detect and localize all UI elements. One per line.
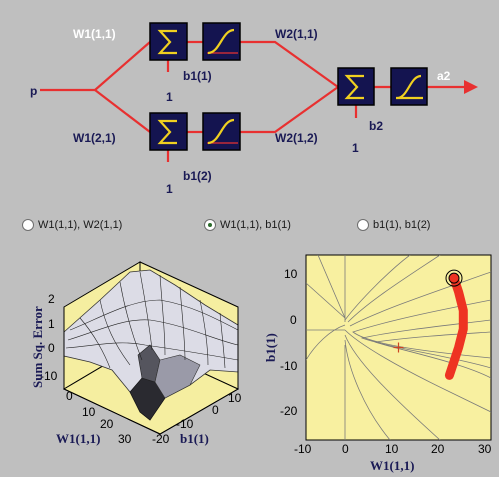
radio-label: b1(1), b1(2) (373, 219, 431, 231)
surface-x-tick: -10 (40, 369, 58, 383)
surface-selector: W1(1,1), W2(1,1) W1(1,1), b1(1) b1(1), b… (0, 219, 499, 237)
surface-z-tick: 2 (48, 292, 55, 306)
surface-y-tick: -10 (176, 417, 194, 431)
weight-label-w1-21: W1(2,1) (73, 131, 116, 145)
contour-y-tick: 10 (284, 267, 298, 281)
activation-block-lower (202, 112, 241, 151)
radio-label: W1(1,1), W2(1,1) (38, 219, 123, 231)
surface-x-tick: 0 (66, 389, 73, 403)
bias-label-b1-1: b1(1) (183, 69, 212, 83)
radio-dot[interactable] (22, 219, 34, 231)
network-wires (40, 40, 470, 162)
contour-y-label: b1(1) (263, 333, 278, 362)
activation-block-upper (202, 22, 241, 61)
surface-y-tick: 10 (228, 391, 242, 405)
wire-lower-to-output-sum (240, 86, 339, 134)
contour-y-tick: 0 (290, 313, 297, 327)
wire-p-to-upper (40, 41, 151, 92)
weight-label-w2-11: W2(1,1) (275, 27, 318, 41)
contour-lines (306, 255, 491, 440)
surface-plot: 2 1 0 -10 0 10 20 30 10 0 -10 -20 Sum Sq… (30, 261, 242, 446)
sigma-icon (157, 29, 177, 55)
surface-x-tick: 20 (100, 417, 114, 431)
linear-icon (396, 74, 423, 100)
sum-block-upper (149, 22, 188, 61)
radio-w1-b1[interactable]: W1(1,1), b1(1) (204, 219, 291, 231)
bias-label-b1-2: b1(2) (183, 169, 212, 183)
bias-input-output: 1 (352, 141, 359, 155)
contour-x-tick: -10 (294, 442, 312, 456)
contour-x-tick: 10 (385, 442, 399, 456)
output-label: a2 (437, 69, 451, 83)
sigma-icon (344, 74, 364, 100)
radio-dot-selected[interactable] (204, 219, 216, 231)
contour-x-tick: 0 (342, 442, 349, 456)
contour-y-tick: -20 (280, 404, 298, 418)
contour-plot: 10 0 -10 -20 -10 0 10 20 30 W1(1,1) b1(1… (263, 254, 492, 473)
surface-z-tick: 1 (48, 317, 55, 331)
contour-y-tick: -10 (280, 359, 298, 373)
surface-x-tick: 10 (82, 405, 96, 419)
radio-w1-w2[interactable]: W1(1,1), W2(1,1) (22, 219, 122, 231)
surface-y-tick: 0 (212, 403, 219, 417)
radio-b1-b1[interactable]: b1(1), b1(2) (357, 219, 430, 231)
contour-x-tick: 20 (431, 442, 445, 456)
minimum-marker (393, 342, 404, 353)
error-surface (63, 269, 239, 421)
radio-dot[interactable] (357, 219, 369, 231)
sigmoid-icon (207, 28, 235, 55)
weight-label-w1-11: W1(1,1) (73, 27, 116, 41)
bias-label-b2: b2 (369, 119, 383, 133)
input-label: p (30, 84, 37, 98)
sum-block-lower (149, 112, 188, 151)
trajectory-line (444, 273, 468, 380)
sigma-icon (157, 119, 177, 145)
contour-x-label: W1(1,1) (370, 458, 414, 473)
wire-p-to-lower (94, 89, 151, 133)
weight-label-w2-12: W2(1,2) (275, 131, 318, 145)
surface-x-label: W1(1,1) (56, 431, 100, 446)
radio-label: W1(1,1), b1(1) (220, 219, 291, 231)
wire-upper-to-output-sum (240, 40, 339, 88)
sum-block-output (337, 67, 375, 106)
bias-input-upper: 1 (166, 90, 173, 104)
contour-x-tick: 30 (478, 442, 492, 456)
surface-z-label: Sum Sq. Error (30, 306, 45, 388)
surface-y-label: b1(1) (180, 431, 209, 446)
trajectory-start-marker (445, 269, 463, 287)
surface-y-tick: -20 (152, 432, 170, 446)
trajectory-start-inner (448, 272, 460, 284)
bias-input-lower: 1 (166, 182, 173, 196)
activation-block-output (390, 67, 428, 106)
surface-z-tick: 0 (48, 341, 55, 355)
sigmoid-icon (207, 118, 235, 145)
surface-x-tick: 30 (118, 432, 132, 446)
network-diagram: p W1(1,1) W1(2,1) W2(1,1) W2(1,2) b1(1) … (30, 22, 478, 196)
output-arrow-icon (464, 80, 478, 94)
